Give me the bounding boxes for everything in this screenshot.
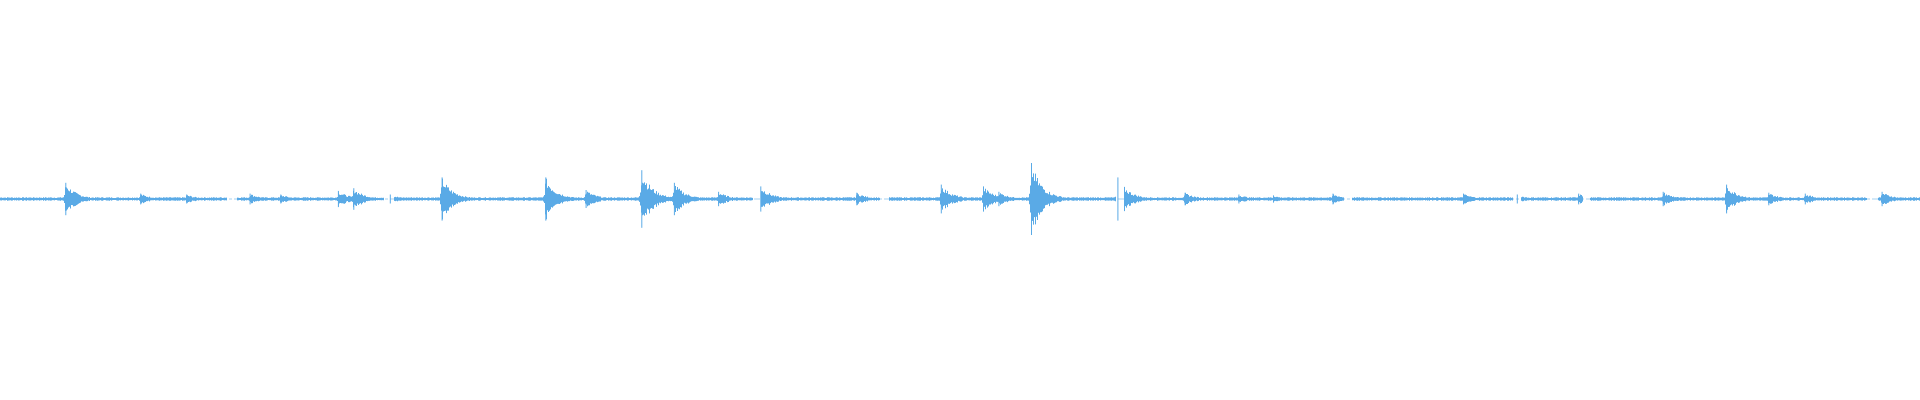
waveform-signal [0,164,1920,234]
